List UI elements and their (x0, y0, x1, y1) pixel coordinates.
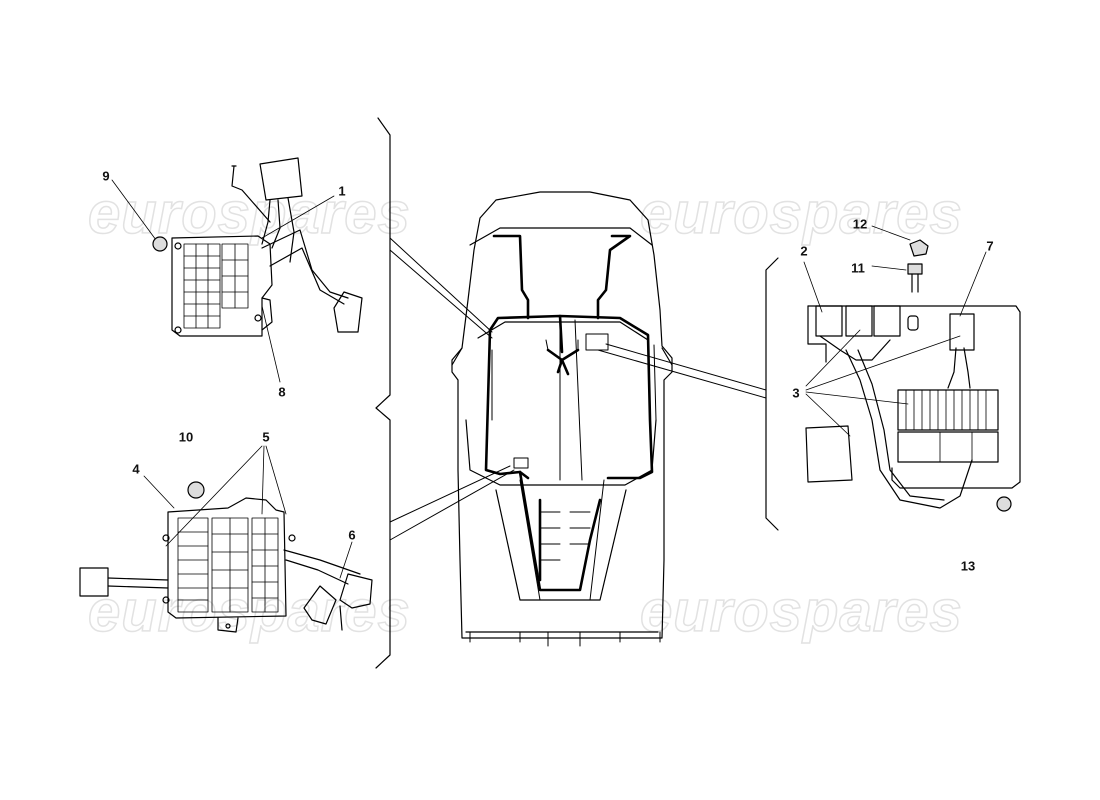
grommet-9 (152, 236, 168, 252)
car-harness-branches (469, 319, 661, 647)
callout-leaders-right (803, 225, 987, 437)
stud-11 (907, 263, 923, 293)
car-outline (451, 191, 673, 639)
nut-12 (909, 239, 929, 257)
callout-11: 11 (851, 260, 865, 276)
car-wiring-harness (484, 234, 654, 592)
callout-4: 4 (132, 461, 140, 477)
callout-9: 9 (102, 168, 110, 184)
watermark-bottom-right: eurospares (639, 578, 963, 645)
grommet-10 (187, 481, 205, 499)
callout-12: 12 (852, 216, 868, 232)
grommet-13 (996, 496, 1012, 512)
callout-8: 8 (278, 384, 286, 400)
leader-lines (389, 237, 767, 541)
inset-engine-control-unit (805, 305, 1021, 509)
callout-10: 10 (178, 429, 194, 445)
callout-6: 6 (348, 527, 356, 543)
callout-3: 3 (792, 385, 800, 401)
watermark-top-right: eurospares (639, 180, 963, 247)
inset-rear-fuse-box (79, 497, 373, 633)
inset-front-fuse-box (171, 157, 363, 337)
section-divider-left (375, 117, 391, 669)
watermark-bottom-left: eurospares (87, 578, 411, 645)
callout-5: 5 (262, 429, 270, 445)
callout-7: 7 (986, 238, 994, 254)
section-divider-right (765, 257, 779, 531)
callout-13: 13 (960, 558, 976, 574)
callout-leaders-bottom-left (143, 445, 353, 579)
callout-2: 2 (800, 243, 808, 259)
callout-1: 1 (338, 183, 346, 199)
callout-leaders-top-left (111, 179, 335, 383)
